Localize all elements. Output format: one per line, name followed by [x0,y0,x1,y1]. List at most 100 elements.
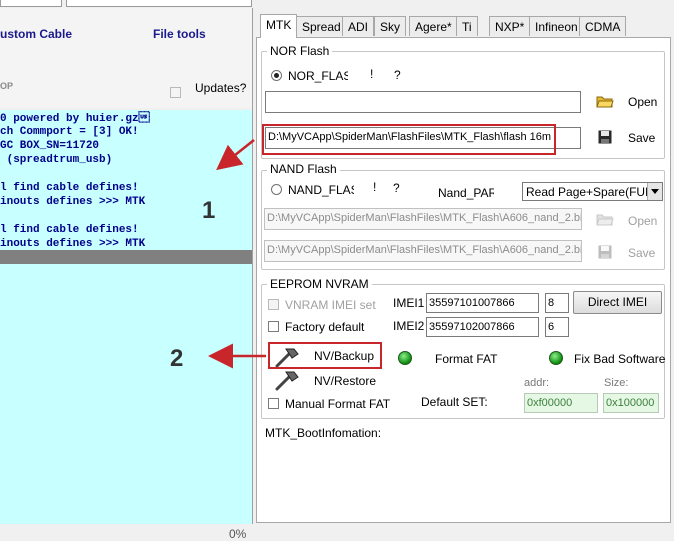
size-input[interactable]: 0x100000 [603,393,659,413]
direct-imei-button[interactable]: Direct IMEI [573,291,662,314]
nand-read-mode-value: Read Page+Spare(FULL) [526,185,663,199]
log-line: ch Commport = [3] OK! [0,126,139,138]
imei2-check-digit: 6 [548,321,555,333]
open-folder-icon[interactable] [596,212,614,226]
nand-flash-radio[interactable] [271,184,282,195]
vnram-imei-set-checkbox[interactable] [268,299,279,310]
tab-agere[interactable]: Agere* [409,16,458,36]
addr-label: addr: [524,377,550,389]
top-strip [0,0,674,8]
nand-read-mode-select[interactable]: Read Page+Spare(FULL) [522,182,663,201]
custom-cable-label[interactable]: ustom Cable [0,27,73,41]
tab-sky[interactable]: Sky [374,16,407,36]
nand-save-label[interactable]: Save [628,246,656,260]
nor-save-label[interactable]: Save [628,131,656,145]
file-tools-label[interactable]: File tools [153,27,206,41]
status-bar [0,524,674,540]
nand-part-label: Nand_PART [438,186,494,200]
left-options-area [0,8,252,108]
log-line: inouts defines >>> MTK [0,238,146,250]
nor-path-input[interactable]: D:\MyVCApp\SpiderMan\FlashFiles\MTK_Flas… [265,127,581,149]
fix-bad-software-label[interactable]: Fix Bad Software [574,352,666,366]
log-line: l find cable defines! [0,224,139,236]
vnram-imei-set-label: VNRAM IMEI set [285,298,376,312]
save-disk-icon[interactable] [598,130,612,144]
addr-input[interactable]: 0xf00000 [524,393,598,413]
eeprom-nvram-group [261,284,665,419]
nand-excl-label: ! [373,180,377,194]
format-fat-led[interactable] [398,351,412,365]
imei2-input[interactable]: 35597102007866 [426,317,539,337]
imei1-label: IMEI1 [393,296,425,310]
fix-bad-software-led[interactable] [549,351,563,365]
nor-top-path-input[interactable] [265,91,581,113]
nv-restore-label[interactable]: NV/Restore [314,374,377,388]
imei1-check-digit: 8 [548,297,555,309]
nor-excl-label: ! [370,67,374,81]
nor-flash-radio[interactable] [271,70,282,81]
log-line: l find cable defines! [0,182,139,194]
tab-adi[interactable]: ADI [342,16,375,36]
nv-backup-label[interactable]: NV/Backup [314,349,375,363]
nor-path-text: D:\MyVCApp\SpiderMan\FlashFiles\MTK_Flas… [268,131,552,143]
log-line: (spreadtrum_usb) [0,154,113,166]
tab-spread[interactable]: Spread [296,16,347,36]
default-set-label: Default SET: [421,395,488,409]
manual-format-fat-label: Manual Format FAT [285,397,391,411]
top-field-left[interactable] [0,0,62,7]
log-selection-bar [0,250,252,264]
tab-mtk[interactable]: MTK [260,14,298,38]
top-field-right[interactable] [66,0,252,7]
manual-format-fat-checkbox[interactable] [268,398,279,409]
tab-nxp[interactable]: NXP* [489,16,531,36]
open-folder-icon[interactable] [596,94,614,108]
imei1-check-digit-input[interactable]: 8 [545,293,569,313]
tab-ti[interactable]: Ti [456,16,478,36]
nand-flash-title: NAND Flash [267,162,340,176]
imei2-check-digit-input[interactable]: 6 [545,317,569,337]
log-line: inouts defines >>> MTK [0,196,146,208]
size-label: Size: [604,377,629,389]
size-value: 0x100000 [606,397,655,409]
tab-cdma[interactable]: CDMA [579,16,627,36]
op-label: OP [0,81,14,91]
callout-number-2: 2 [170,345,184,372]
eeprom-nvram-title: EEPROM NVRAM [267,277,372,291]
factory-default-checkbox[interactable] [268,321,279,332]
imei1-input[interactable]: 35597101007866 [426,293,539,313]
updates-checkbox[interactable] [170,87,181,98]
log-line: 0 powered by huier.gz [0,113,150,125]
log-line: GC BOX_SN=11720 [0,140,100,152]
nand-path-input-1[interactable]: D:\MyVCApp\SpiderMan\FlashFiles\MTK_Flas… [264,208,582,230]
chevron-down-icon[interactable] [647,183,662,200]
updates-label: Updates? [195,81,247,95]
nand-flash-group [261,170,665,270]
imei2-value: 35597102007866 [429,321,515,333]
addr-value: 0xf00000 [527,397,573,409]
nor-flash-title: NOR Flash [267,44,333,58]
nand-path-input-2[interactable]: D:\MyVCApp\SpiderMan\FlashFiles\MTK_Flas… [264,240,582,262]
nor-open-label[interactable]: Open [628,95,658,109]
hammer-icon[interactable] [274,369,302,391]
nor-flash-radio-label[interactable]: NOR_FLASH [288,69,348,83]
nand-path-2-text: D:\MyVCApp\SpiderMan\FlashFiles\MTK_Flas… [267,244,582,256]
nand-path-1-text: D:\MyVCApp\SpiderMan\FlashFiles\MTK_Flas… [267,212,582,224]
hammer-icon[interactable] [274,346,302,368]
imei2-label: IMEI2 [393,319,425,333]
callout-number-1: 1 [202,197,216,224]
nand-flash-radio-label[interactable]: NAND_FLASH [288,183,354,197]
tab-infineon[interactable]: Infineon [529,16,584,36]
annotation-box-path [262,124,556,155]
save-disk-icon[interactable] [598,245,612,259]
nand-open-label[interactable]: Open [628,214,658,228]
imei1-value: 35597101007866 [429,297,515,309]
factory-default-label: Factory default [285,320,365,334]
nor-question-label: ? [394,68,401,82]
progress-percent: 0% [229,527,247,541]
nor-flash-group [261,51,665,159]
log-console[interactable]: 0 powered by huier.gz ch Commport = [3] … [0,110,252,524]
format-fat-label[interactable]: Format FAT [435,352,498,366]
annotation-arrow-1 [216,139,255,171]
annotation-box-nv-backup [268,342,382,369]
